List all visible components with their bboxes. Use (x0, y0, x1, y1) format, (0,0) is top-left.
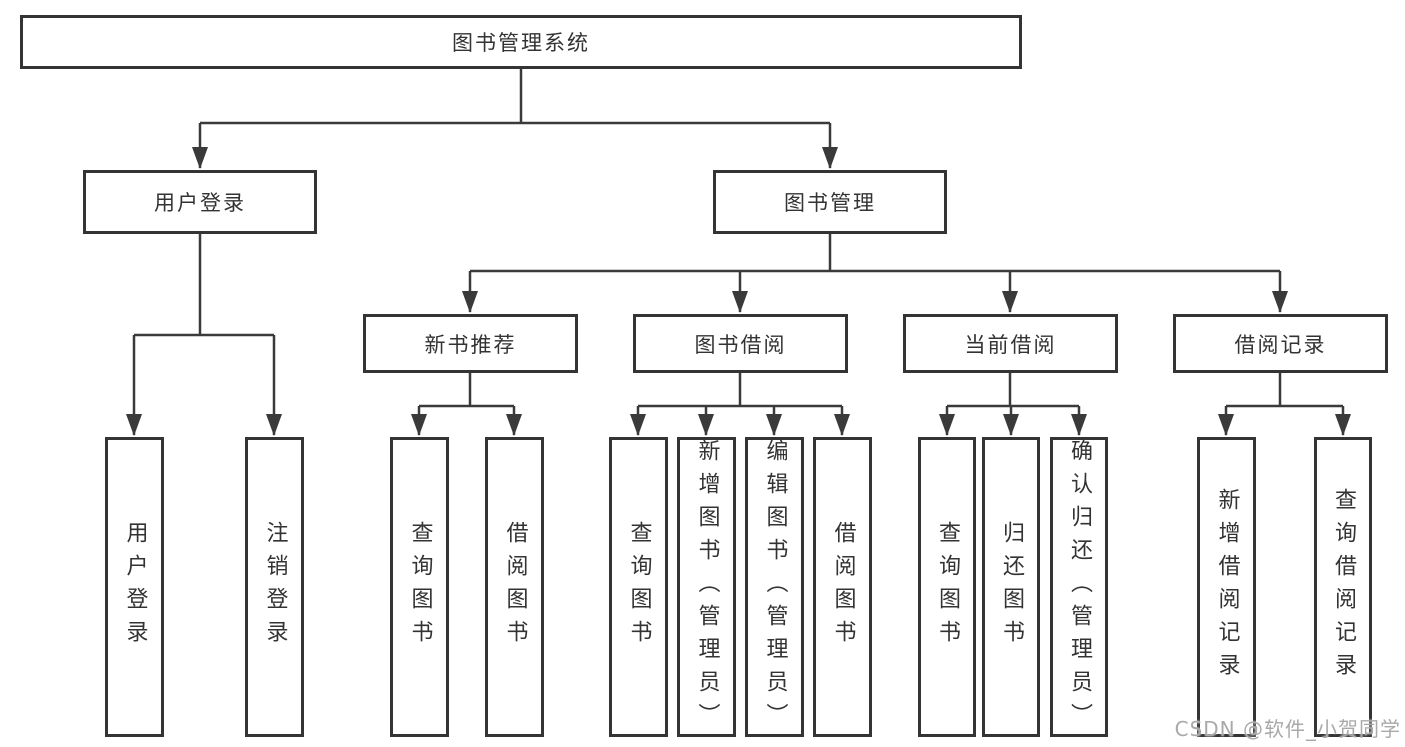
node-leaf-br-add-label: 新增借阅记录 (1214, 488, 1240, 686)
node-leaf-cb-return: 归还图书 (982, 437, 1040, 737)
node-current-borrow: 当前借阅 (903, 314, 1118, 373)
node-leaf-rec-borrow: 借阅图书 (485, 437, 544, 737)
node-leaf-bb-query-label: 查询图书 (626, 521, 652, 653)
csdn-watermark: CSDN @软件_小贺同学 (1174, 717, 1401, 741)
node-leaf-rec-borrow-label: 借阅图书 (502, 521, 528, 653)
node-leaf-bb-borrow: 借阅图书 (813, 437, 872, 737)
node-leaf-bb-add: 新增图书（管理员） (677, 437, 736, 737)
node-leaf-rec-query: 查询图书 (390, 437, 449, 737)
node-borrow-records-label: 借阅记录 (1234, 332, 1327, 357)
node-leaf-br-query: 查询借阅记录 (1314, 437, 1372, 737)
node-leaf-bb-borrow-label: 借阅图书 (830, 521, 856, 653)
node-leaf-logout-label: 注销登录 (262, 521, 288, 653)
node-user-login: 用户登录 (83, 170, 317, 234)
node-user-login-label: 用户登录 (154, 191, 246, 215)
node-leaf-user-login: 用户登录 (105, 437, 164, 737)
node-leaf-cb-return-label: 归还图书 (999, 521, 1024, 653)
node-root-label: 图书管理系统 (452, 31, 590, 55)
node-leaf-cb-query: 查询图书 (918, 437, 976, 737)
node-leaf-rec-query-label: 查询图书 (407, 521, 433, 653)
node-leaf-bb-add-label: 新增图书（管理员） (694, 438, 720, 736)
node-book-mgmt-label: 图书管理 (784, 191, 876, 215)
node-book-mgmt: 图书管理 (713, 170, 947, 234)
node-leaf-bb-edit-label: 编辑图书（管理员） (762, 438, 788, 736)
node-leaf-br-query-label: 查询借阅记录 (1331, 488, 1356, 686)
node-new-book-rec: 新书推荐 (363, 314, 578, 373)
node-book-borrow-label: 图书借阅 (694, 332, 787, 357)
node-book-borrow: 图书借阅 (633, 314, 848, 373)
node-root: 图书管理系统 (20, 15, 1022, 69)
node-leaf-user-login-label: 用户登录 (122, 521, 148, 653)
node-leaf-cb-confirm-label: 确认归还（管理员） (1067, 438, 1092, 736)
node-leaf-logout: 注销登录 (245, 437, 304, 737)
node-leaf-bb-edit: 编辑图书（管理员） (745, 437, 804, 737)
node-leaf-bb-query: 查询图书 (609, 437, 668, 737)
node-leaf-br-add: 新增借阅记录 (1197, 437, 1256, 737)
node-leaf-cb-confirm: 确认归还（管理员） (1050, 437, 1108, 737)
node-current-borrow-label: 当前借阅 (964, 332, 1057, 357)
node-new-book-rec-label: 新书推荐 (424, 332, 517, 357)
node-borrow-records: 借阅记录 (1173, 314, 1388, 373)
node-leaf-cb-query-label: 查询图书 (935, 521, 960, 653)
